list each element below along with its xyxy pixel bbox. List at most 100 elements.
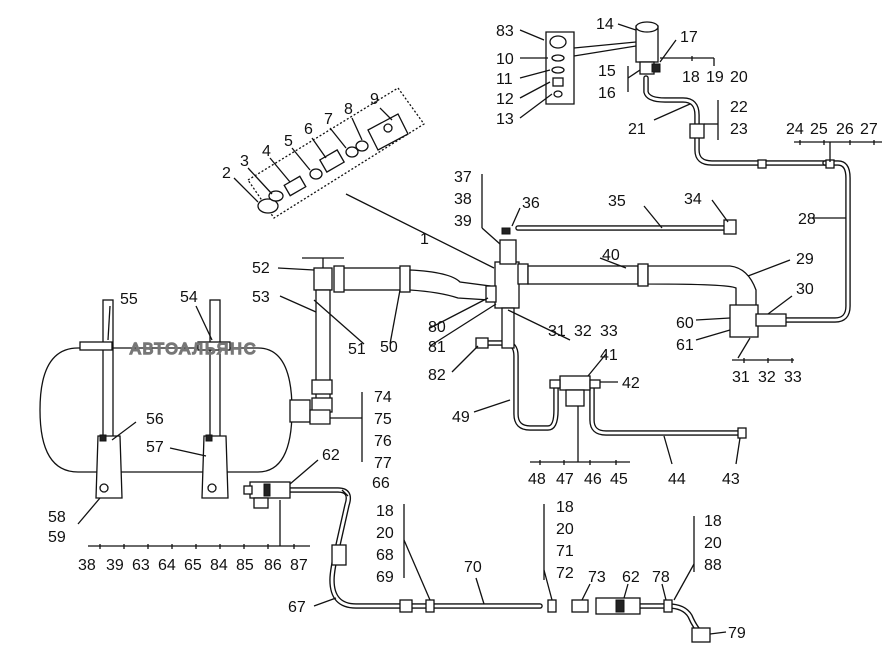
label-1: 1 xyxy=(420,231,429,248)
label-7: 7 xyxy=(324,111,333,128)
label-78: 78 xyxy=(652,569,670,586)
label-58: 58 xyxy=(48,509,66,526)
label-67: 67 xyxy=(288,599,306,616)
label-25: 25 xyxy=(810,121,828,138)
label-10: 10 xyxy=(496,51,514,68)
label-57: 57 xyxy=(146,439,164,456)
label-13: 13 xyxy=(496,111,514,128)
label-41: 41 xyxy=(600,347,618,364)
label-59: 59 xyxy=(48,529,66,546)
label-9: 9 xyxy=(370,91,379,108)
label-48: 48 xyxy=(528,471,546,488)
label-14: 14 xyxy=(596,16,614,33)
bar-ticks xyxy=(99,56,875,549)
label-24: 24 xyxy=(786,121,804,138)
label-11: 11 xyxy=(496,71,513,88)
label-77: 77 xyxy=(374,455,392,472)
label-46: 46 xyxy=(584,471,602,488)
main-pipe-assembly xyxy=(333,219,787,349)
label-66: 66 xyxy=(372,475,390,492)
label-3: 3 xyxy=(240,153,249,170)
label-79: 79 xyxy=(728,625,746,642)
label-2: 2 xyxy=(222,165,231,182)
label-20-c: 20 xyxy=(556,521,574,538)
label-32-top: 32 xyxy=(574,323,592,340)
label-23: 23 xyxy=(730,121,748,138)
label-50: 50 xyxy=(380,339,398,356)
label-73: 73 xyxy=(588,569,606,586)
label-54: 54 xyxy=(180,289,198,306)
label-37: 37 xyxy=(454,169,472,186)
label-71: 71 xyxy=(556,543,574,560)
label-28: 28 xyxy=(798,211,816,228)
label-62-left: 62 xyxy=(322,447,340,464)
label-30: 30 xyxy=(796,281,814,298)
label-19: 19 xyxy=(706,69,724,86)
label-39-bottom: 39 xyxy=(106,557,124,574)
label-38-bottom: 38 xyxy=(78,557,96,574)
label-38: 38 xyxy=(454,191,472,208)
drain-valve-assembly xyxy=(302,257,344,425)
label-49: 49 xyxy=(452,409,470,426)
label-20: 20 xyxy=(730,69,748,86)
label-63: 63 xyxy=(132,557,150,574)
label-53: 53 xyxy=(252,289,270,306)
label-33: 33 xyxy=(784,369,802,386)
label-18: 18 xyxy=(682,69,700,86)
label-72: 72 xyxy=(556,565,574,582)
label-21: 21 xyxy=(628,121,646,138)
label-69: 69 xyxy=(376,569,394,586)
label-5: 5 xyxy=(284,133,293,150)
label-32: 32 xyxy=(758,369,776,386)
leader-lines xyxy=(77,23,882,635)
exploded-fitting xyxy=(247,87,425,219)
label-39: 39 xyxy=(454,213,472,230)
label-81: 81 xyxy=(428,339,446,356)
label-33-top: 33 xyxy=(600,323,618,340)
label-82: 82 xyxy=(428,367,446,384)
label-85: 85 xyxy=(236,557,254,574)
label-22: 22 xyxy=(730,99,748,116)
label-6: 6 xyxy=(304,121,313,138)
label-56: 56 xyxy=(146,411,164,428)
label-36: 36 xyxy=(522,195,540,212)
label-29: 29 xyxy=(796,251,814,268)
label-31: 31 xyxy=(732,369,750,386)
filter-assembly xyxy=(549,375,601,407)
label-75: 75 xyxy=(374,411,392,428)
label-16: 16 xyxy=(598,85,616,102)
lower-fittings xyxy=(243,123,835,643)
label-35: 35 xyxy=(608,193,626,210)
label-65: 65 xyxy=(184,557,202,574)
label-86: 86 xyxy=(264,557,282,574)
label-87: 87 xyxy=(290,557,308,574)
label-26: 26 xyxy=(836,121,854,138)
top-device-14 xyxy=(545,21,661,105)
label-20-b: 20 xyxy=(376,525,394,542)
label-62-right: 62 xyxy=(622,569,640,586)
label-83: 83 xyxy=(496,23,514,40)
label-88: 88 xyxy=(704,557,722,574)
label-4: 4 xyxy=(262,143,271,160)
label-17: 17 xyxy=(680,29,698,46)
label-70: 70 xyxy=(464,559,482,576)
label-61: 61 xyxy=(676,337,694,354)
label-55: 55 xyxy=(120,291,138,308)
label-18-c: 18 xyxy=(556,499,574,516)
air-tank xyxy=(39,299,311,499)
label-42: 42 xyxy=(622,375,640,392)
label-18-d: 18 xyxy=(704,513,722,530)
label-45: 45 xyxy=(610,471,628,488)
label-43: 43 xyxy=(722,471,740,488)
label-51: 51 xyxy=(348,341,366,358)
label-60: 60 xyxy=(676,315,694,332)
label-76: 76 xyxy=(374,433,392,450)
label-74: 74 xyxy=(374,389,392,406)
label-27: 27 xyxy=(860,121,878,138)
part-labels: 83 10 11 12 13 14 17 15 16 18 19 20 21 2… xyxy=(48,16,878,642)
label-68: 68 xyxy=(376,547,394,564)
label-47: 47 xyxy=(556,471,574,488)
watermark-text: АВТОАЛЬЯНС xyxy=(130,341,257,358)
